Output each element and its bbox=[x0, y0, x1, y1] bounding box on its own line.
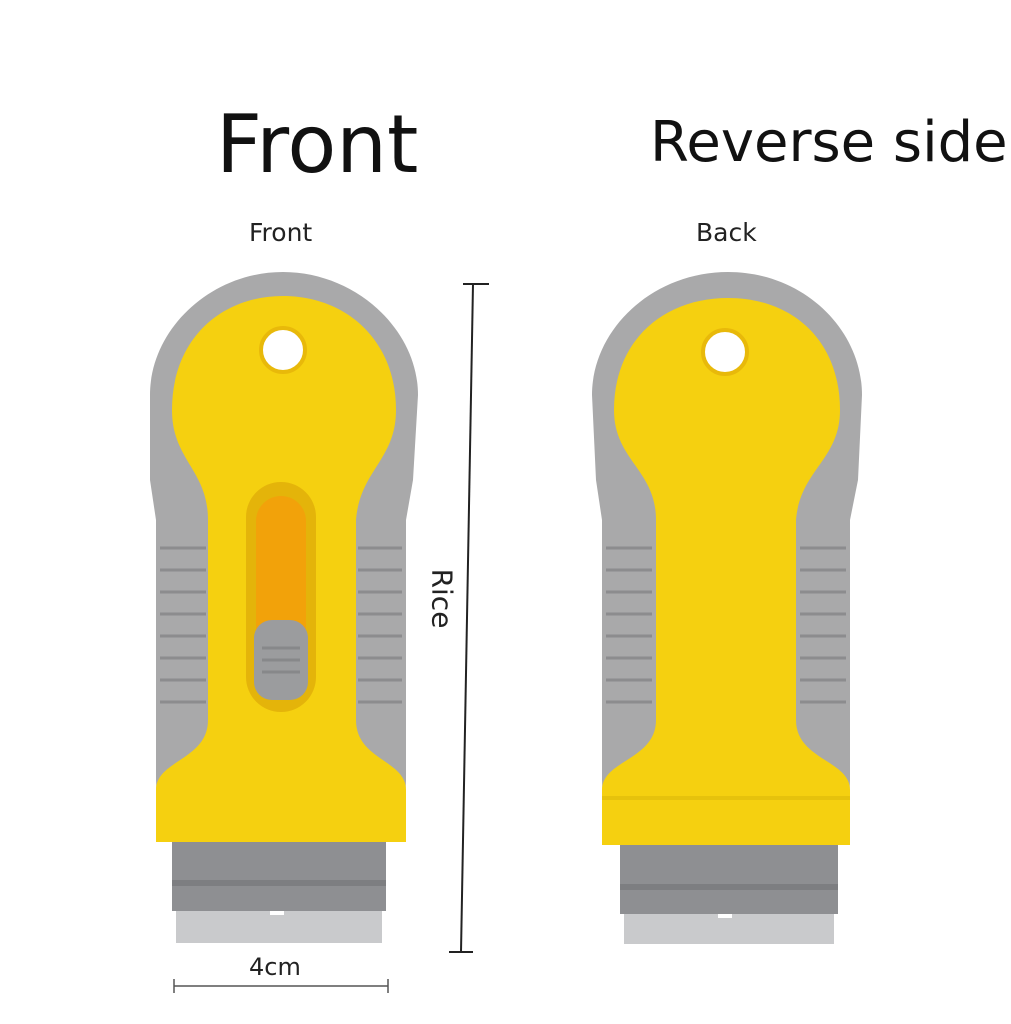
front-hang-hole bbox=[259, 326, 307, 374]
front-heading: Front bbox=[216, 98, 419, 191]
front-blade-holder bbox=[172, 836, 386, 911]
height-dimension-line bbox=[449, 283, 489, 953]
back-hang-hole bbox=[701, 328, 749, 376]
back-scraper bbox=[592, 272, 862, 944]
back-caption: Back bbox=[696, 218, 757, 247]
reverse-side-heading: Reverse side bbox=[650, 110, 1008, 175]
front-caption: Front bbox=[249, 218, 313, 247]
back-body bbox=[602, 298, 850, 845]
width-dimension-line bbox=[173, 979, 389, 993]
front-scraper bbox=[150, 272, 418, 943]
height-dimension-label: Rice bbox=[425, 568, 459, 629]
back-blade-holder bbox=[620, 840, 838, 914]
width-dimension-label: 4cm bbox=[249, 953, 301, 981]
